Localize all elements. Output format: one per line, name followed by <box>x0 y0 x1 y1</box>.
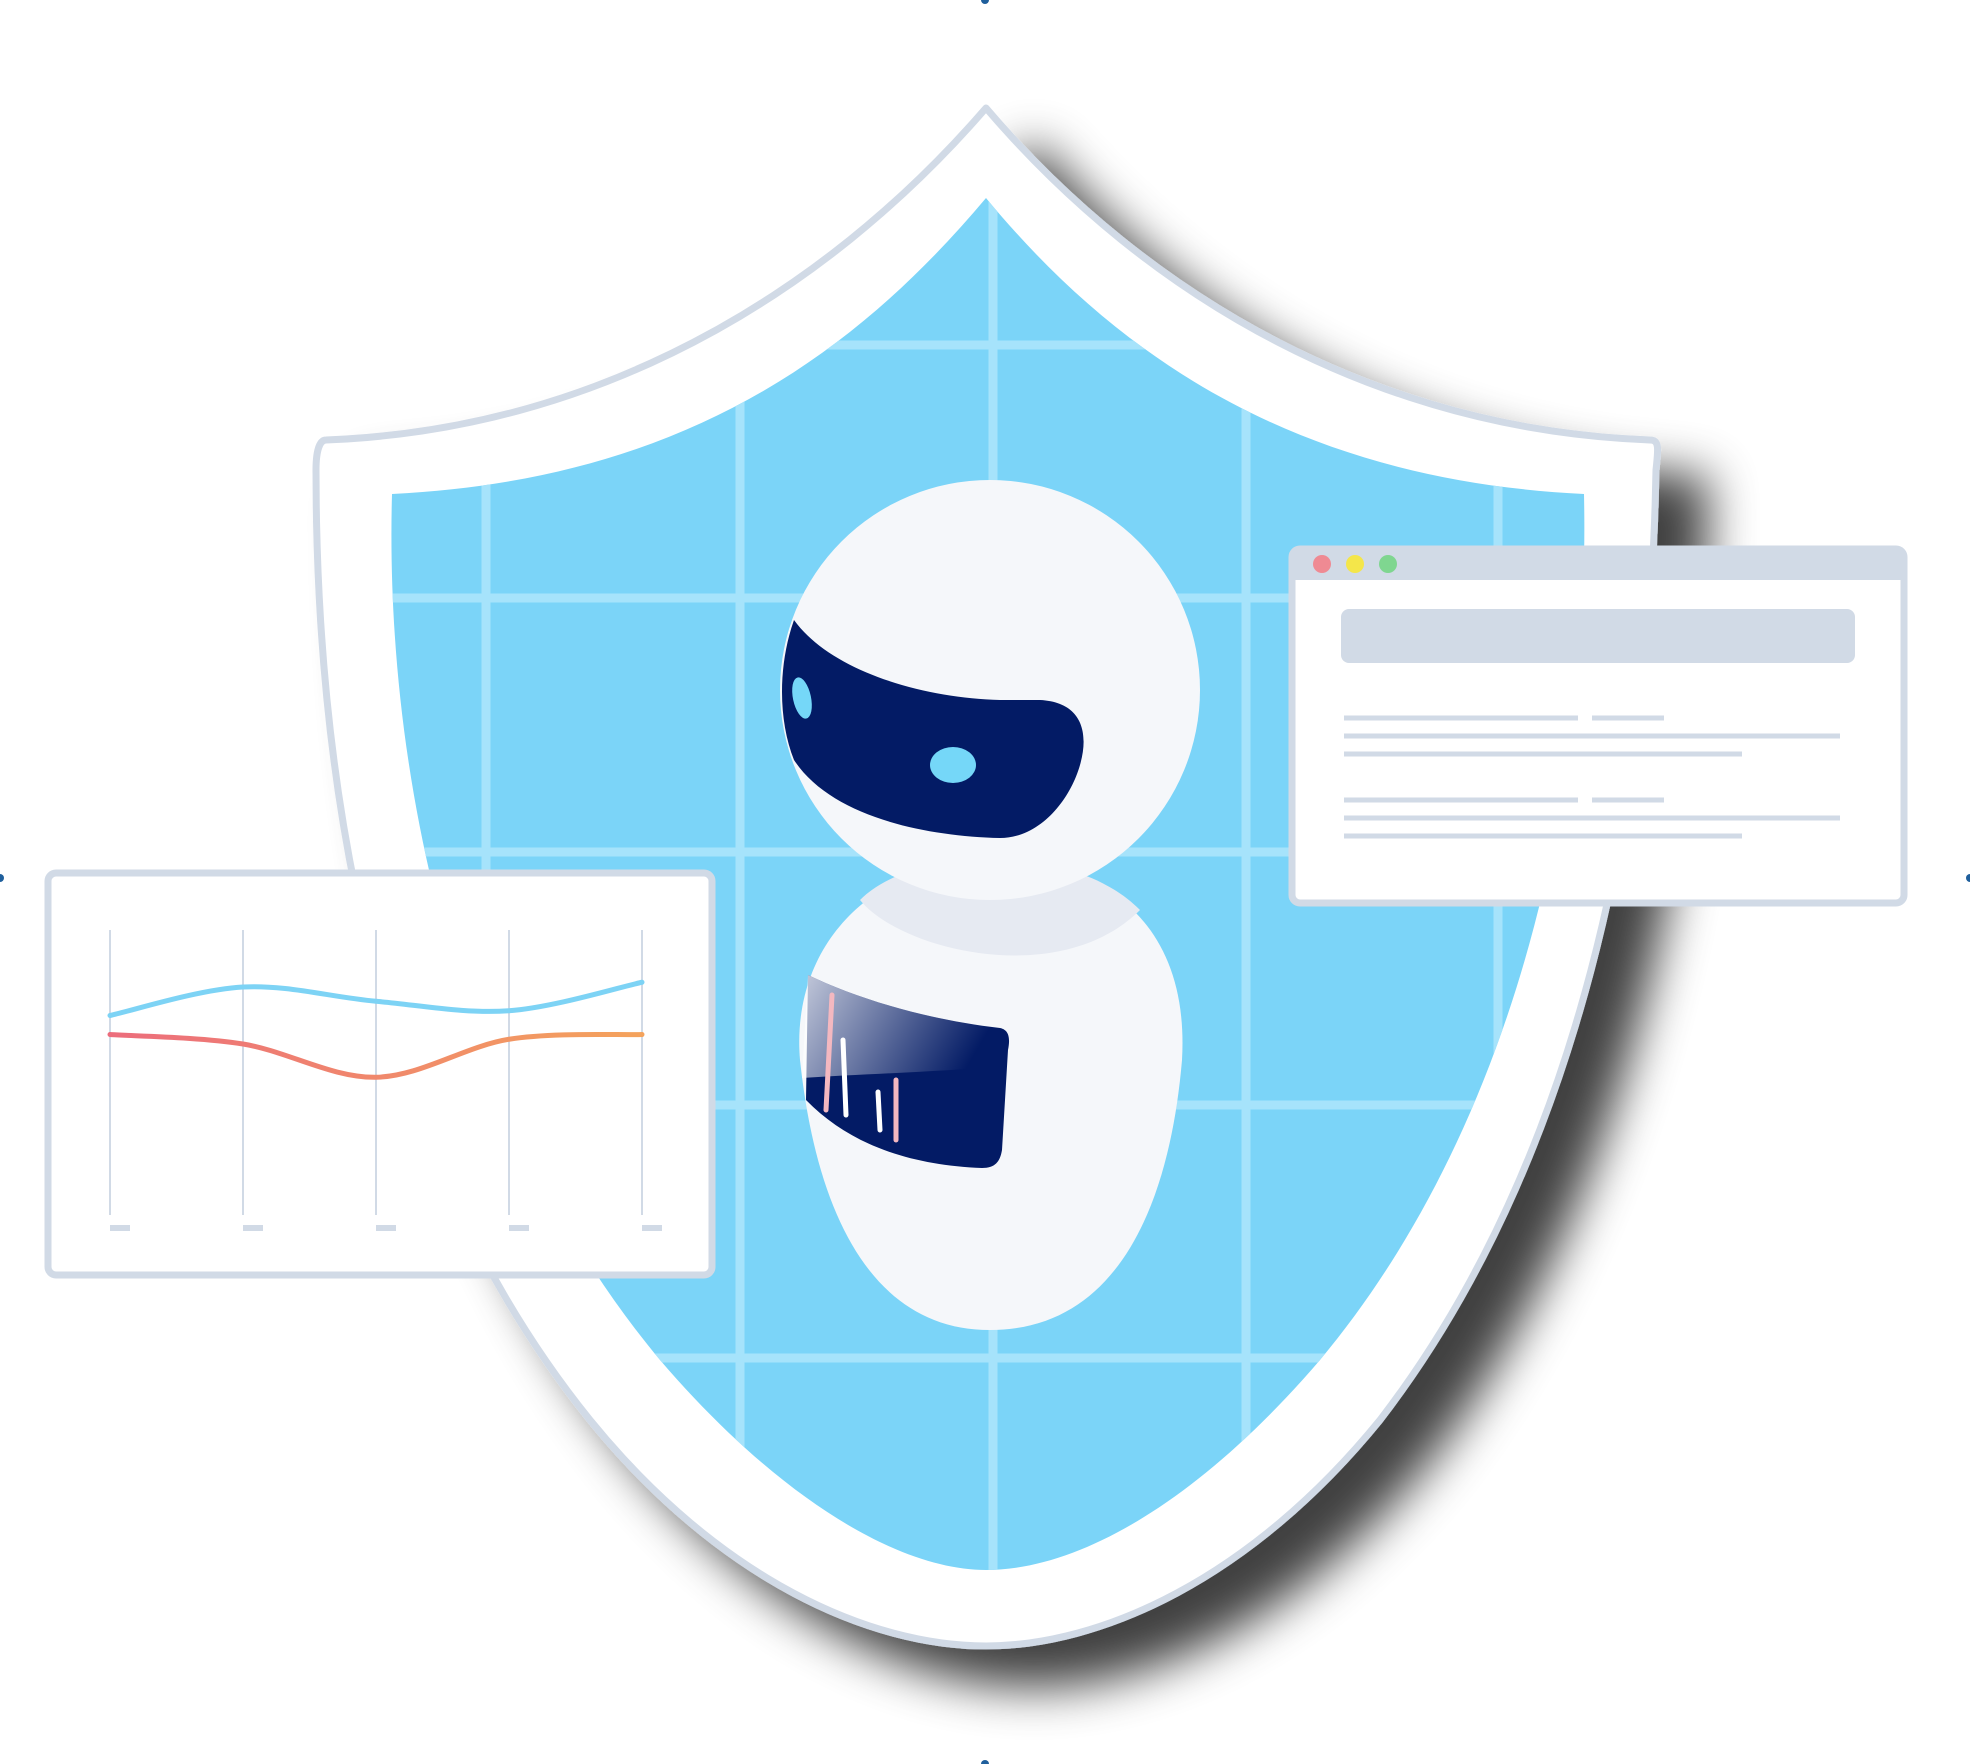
robot-chest-glare <box>802 975 1003 1078</box>
browser-title-bar <box>1292 549 1904 580</box>
browser-window-icon <box>1288 545 1908 907</box>
robot-chest-bars <box>823 992 899 1143</box>
chart-series <box>107 979 645 1080</box>
browser-frame <box>1288 545 1908 907</box>
robot-eye-right <box>930 747 976 783</box>
window-minimize-dot <box>1346 555 1364 573</box>
chart-series-line-0 <box>107 979 645 1018</box>
line-chart-panel <box>44 869 716 1279</box>
chart-panel-frame <box>44 869 716 1279</box>
window-maximize-dot <box>1379 555 1397 573</box>
chart-series-line-1 <box>107 1031 645 1080</box>
browser-text-lines <box>1344 715 1840 839</box>
browser-address-bar <box>1341 609 1855 663</box>
robot-visor <box>782 620 1084 838</box>
chart-gridlines <box>109 930 643 1215</box>
robot-eye-left <box>792 677 812 719</box>
robot-icon <box>780 480 1200 1330</box>
window-close-dot <box>1313 555 1331 573</box>
